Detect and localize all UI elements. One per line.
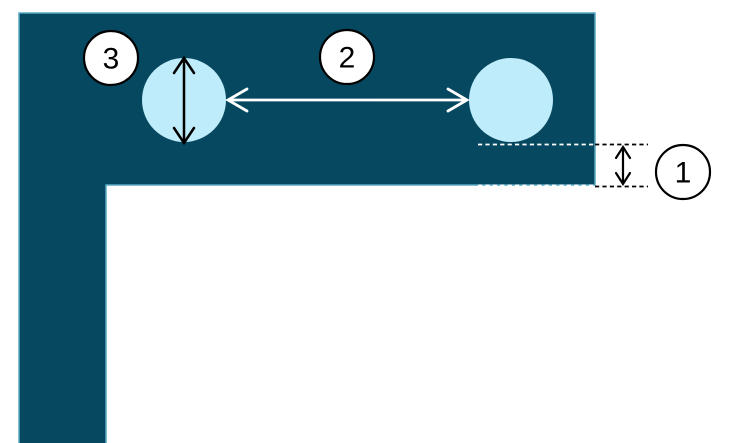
edge-distance-arrow-head-top xyxy=(614,144,632,160)
edge-distance-dimension-arrow xyxy=(614,144,632,187)
diameter-arrow-head-top xyxy=(172,55,196,75)
extension-dashed-lines xyxy=(478,143,648,188)
right-circle-hole xyxy=(469,58,553,142)
callout-1-circle xyxy=(654,143,712,201)
callout-2: 2 xyxy=(318,28,376,86)
callout-2-circle xyxy=(318,28,376,86)
spacing-dimension-arrow xyxy=(225,87,470,113)
spacing-arrow-head-left xyxy=(225,87,249,113)
spacing-arrow-head-right xyxy=(446,87,470,113)
callout-2-label: 2 xyxy=(339,42,356,75)
callout-1: 1 xyxy=(654,143,712,201)
edge-distance-arrow-head-bottom xyxy=(614,171,632,187)
diameter-dimension-arrow xyxy=(172,55,196,146)
callout-3-circle xyxy=(82,29,140,87)
callout-3: 3 xyxy=(82,29,140,87)
callout-1-label: 1 xyxy=(675,157,692,190)
callout-3-label: 3 xyxy=(103,43,120,76)
diameter-arrow-head-bottom xyxy=(172,126,196,146)
